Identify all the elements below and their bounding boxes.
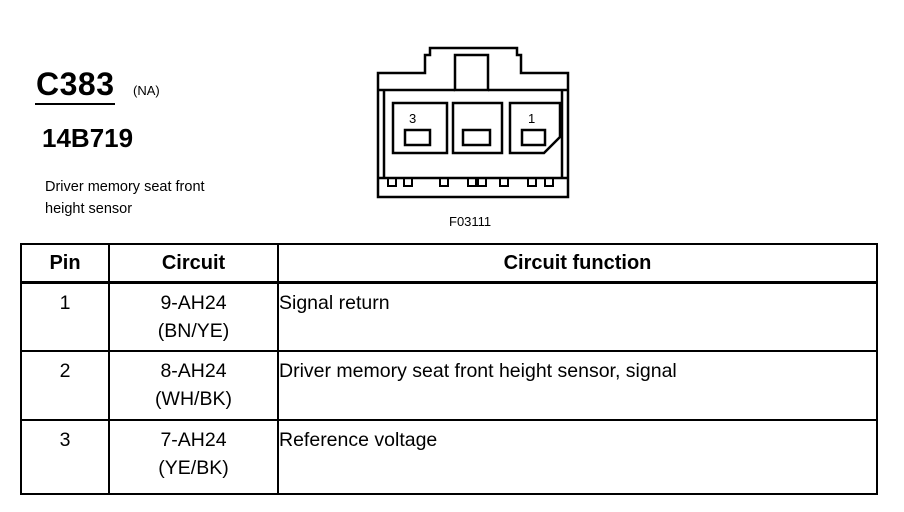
connector-face-diagram: 3 1	[376, 46, 570, 199]
header-pin: Pin	[20, 243, 110, 284]
cavity-3-terminal	[403, 128, 432, 147]
circuit-cell: 9-AH24 (BN/YE)	[108, 281, 279, 352]
description-line-1: Driver memory seat front	[45, 179, 205, 195]
cavity-2	[451, 101, 504, 155]
wire-color: (WH/BK)	[155, 388, 232, 410]
table-row: 3 7-AH24 (YE/BK) Reference voltage	[20, 419, 878, 495]
cavity-1-terminal	[520, 128, 547, 147]
cavity-1	[508, 101, 562, 155]
cavity-1-label: 1	[528, 111, 535, 126]
wire-color: (BN/YE)	[157, 320, 230, 342]
pin-cell: 1	[20, 281, 110, 352]
connector-description: Driver memory seat front height sensor	[45, 176, 205, 220]
connector-body-outline	[376, 46, 570, 199]
wire-color: (YE/BK)	[158, 457, 229, 479]
circuit-number: 8-AH24	[160, 360, 227, 382]
circuit-function-cell: Signal return	[277, 281, 878, 352]
connector-id: C383	[36, 66, 115, 102]
circuit-function-cell: Reference voltage	[277, 419, 878, 495]
cavity-3-label: 3	[409, 111, 416, 126]
cavity-3	[391, 101, 449, 155]
table-header-row: Pin Circuit Circuit function	[20, 243, 878, 284]
pin-cell: 2	[20, 350, 110, 421]
figure-id: F03111	[449, 214, 492, 229]
table-row: 2 8-AH24 (WH/BK) Driver memory seat fron…	[20, 350, 878, 421]
circuit-function-cell: Driver memory seat front height sensor, …	[277, 350, 878, 421]
pinout-table: Pin Circuit Circuit function 1 9-AH24 (B…	[20, 243, 878, 495]
circuit-cell: 7-AH24 (YE/BK)	[108, 419, 279, 495]
connector-id-underline	[35, 103, 115, 105]
market-code: (NA)	[133, 83, 160, 98]
circuit-number: 7-AH24	[160, 429, 227, 451]
pin-cell: 3	[20, 419, 110, 495]
cavity-area-sides	[382, 90, 564, 178]
table-row: 1 9-AH24 (BN/YE) Signal return	[20, 281, 878, 352]
header-circuit-function: Circuit function	[277, 243, 878, 284]
part-number: 14B719	[42, 123, 134, 153]
circuit-cell: 8-AH24 (WH/BK)	[108, 350, 279, 421]
locking-tab	[453, 53, 490, 92]
bottom-rail-notches	[387, 178, 554, 187]
circuit-number: 9-AH24	[160, 292, 227, 314]
description-line-2: height sensor	[45, 201, 133, 217]
header-circuit: Circuit	[108, 243, 279, 284]
cavity-2-terminal	[461, 128, 492, 147]
